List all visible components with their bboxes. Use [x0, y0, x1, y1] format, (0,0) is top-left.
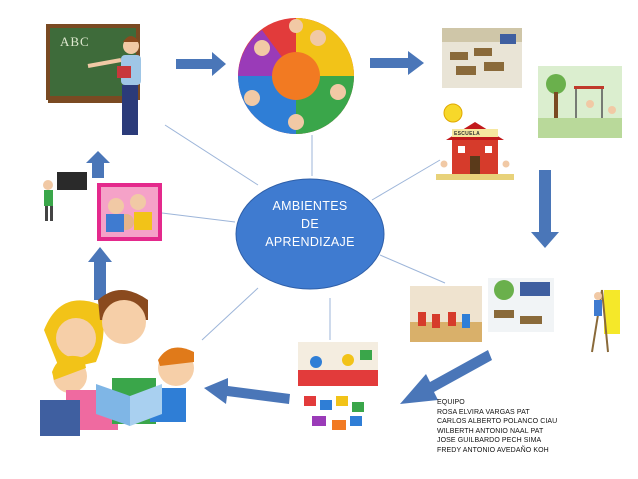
arrow-teacher-to-wheel [176, 52, 226, 76]
arrow-wheel-to-classroom [370, 51, 424, 75]
children-wheel-illustration [238, 18, 354, 134]
connector-teacher [164, 124, 259, 186]
connector-lines [161, 124, 446, 341]
center-ellipse [235, 178, 385, 290]
team-member: FREDY ANTONIO AVEDAÑO KOH [437, 446, 549, 454]
arrow-up-small [86, 151, 110, 178]
connector-students [161, 212, 236, 223]
arrow-to-family [204, 378, 290, 404]
connector-classrooms [379, 254, 446, 284]
team-member: WILBERTH ANTONIO NAAL PAT [437, 427, 544, 435]
team-member: JOSE GUILBARDO PECH SIMA [437, 437, 542, 445]
students-group-illustration [97, 183, 162, 241]
center-label-line2: DE [301, 217, 319, 231]
small-teacher-illustration [43, 172, 87, 221]
toys-illustration [298, 342, 378, 430]
arrow-diagonal [400, 350, 492, 404]
classroom-illustration [442, 28, 522, 88]
playground-illustration [538, 66, 622, 138]
chalkboard-text: ABC [60, 34, 90, 49]
arrow-up-left [88, 247, 112, 300]
center-label-line1: AMBIENTES [272, 199, 348, 213]
team-credits: EQUIPO ROSA ELVIRA VARGAS PAT CARLOS ALB… [437, 398, 637, 456]
school-illustration [436, 103, 514, 180]
team-member: ROSA ELVIRA VARGAS PAT [437, 408, 530, 416]
connector-family [201, 287, 259, 341]
teacher-chalkboard-illustration [46, 24, 141, 135]
flow-arrows [86, 51, 559, 404]
school-sign: ESCUELA [454, 131, 480, 137]
painter-illustration [588, 280, 628, 353]
arrow-down-right [531, 170, 559, 248]
center-label-line3: APRENDIZAJE [265, 235, 355, 249]
connector-school [371, 159, 441, 201]
center-label: AMBIENTES DE APRENDIZAJE [236, 197, 384, 251]
classroom-photos [410, 278, 554, 342]
family-reading-illustration [40, 290, 194, 436]
team-member: CARLOS ALBERTO POLANCO CIAU [437, 418, 558, 426]
team-heading: EQUIPO [437, 399, 465, 406]
